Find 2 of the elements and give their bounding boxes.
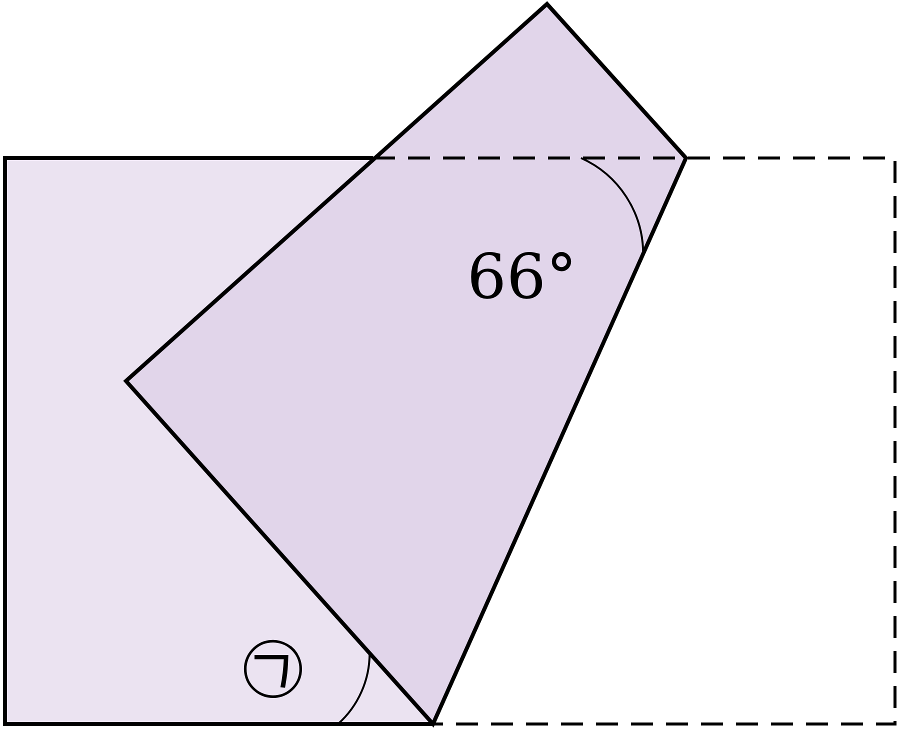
angle-label: 66° [467, 240, 577, 313]
angle-marker-label: ㉠ [240, 627, 306, 704]
